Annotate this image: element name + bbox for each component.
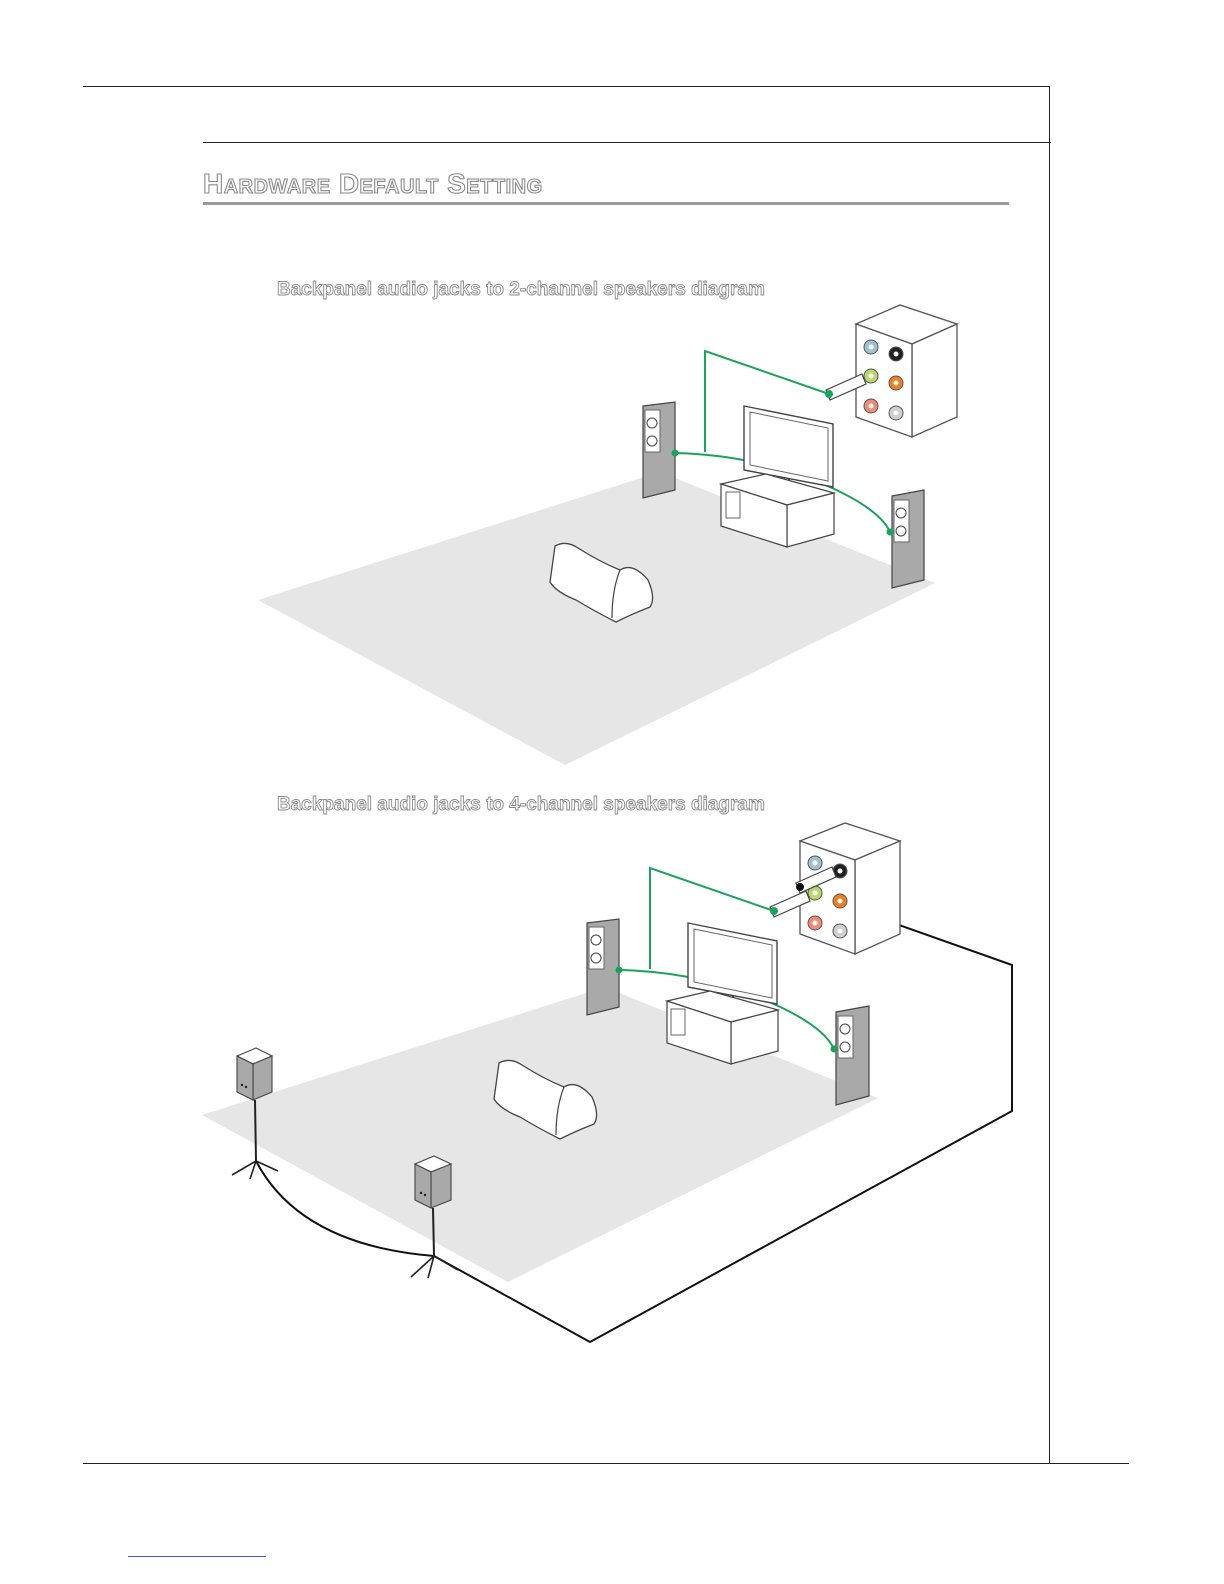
front-left-speaker [643, 402, 679, 498]
header-rule [203, 142, 1051, 143]
diagram-caption-2ch: Backpanel audio jacks to 2-channel speak… [277, 279, 765, 301]
front-right-speaker [831, 1006, 870, 1105]
footer-link-underline [128, 1556, 266, 1557]
section-title: Hardware Default Setting [203, 168, 543, 200]
front-left-speaker [587, 919, 623, 1015]
front-right-speaker [887, 490, 925, 588]
diagram-4-channel [0, 815, 1224, 1355]
bottom-rule [83, 1463, 1129, 1464]
audio-panel [800, 823, 900, 954]
diagram-2-channel [0, 300, 1224, 780]
audio-panel [856, 305, 957, 437]
diagram-caption-4ch: Backpanel audio jacks to 4-channel speak… [277, 794, 765, 816]
top-rule [83, 86, 1050, 87]
title-underline [203, 202, 1009, 205]
